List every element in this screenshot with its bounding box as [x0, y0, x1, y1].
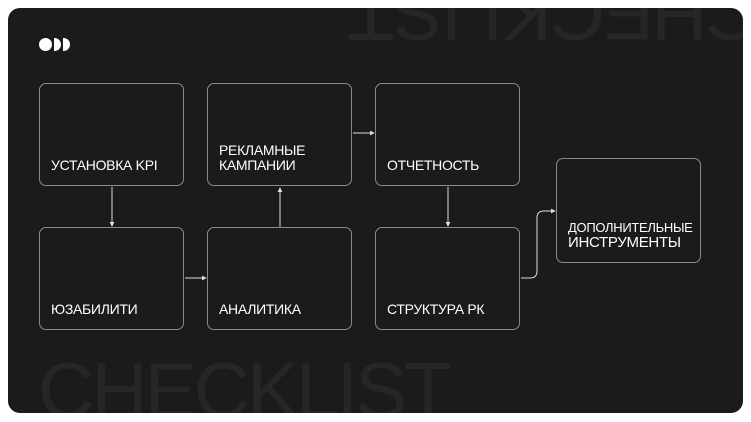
logo-dots-icon: [39, 38, 70, 51]
diagram-card: CHECKLIST CHECKLIST: [8, 8, 743, 413]
node-label: ЮЗАБИЛИТИ: [51, 301, 138, 317]
node-label: УСТАНОВКА KPI: [51, 157, 158, 173]
node-label: СТРУКТУРА РК: [387, 301, 485, 317]
edge-structure-tools: [521, 208, 556, 279]
node-report: ОТЧЕТНОСТЬ: [375, 83, 520, 186]
node-label: АНАЛИТИКА: [219, 301, 301, 317]
node-kpi: УСТАНОВКА KPI: [39, 83, 184, 186]
node-structure: СТРУКТУРА РК: [375, 227, 520, 330]
node-label: ОТЧЕТНОСТЬ: [387, 157, 480, 173]
node-analytics: АНАЛИТИКА: [207, 227, 352, 330]
node-usability: ЮЗАБИЛИТИ: [39, 227, 184, 330]
